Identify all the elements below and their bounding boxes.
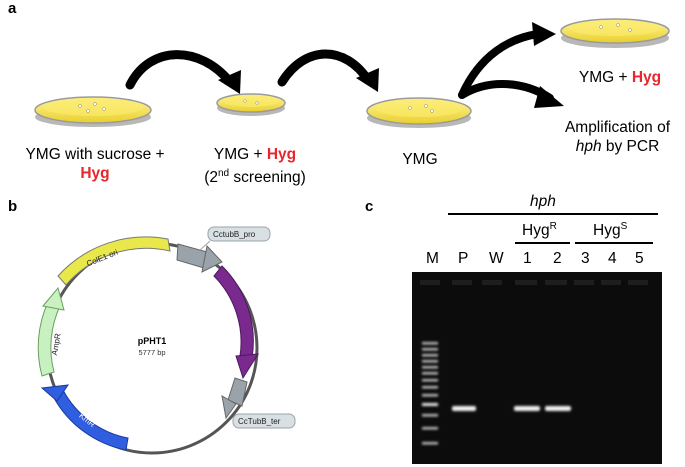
feature-hph: hph bbox=[213, 265, 259, 380]
panel-a-letter: a bbox=[8, 0, 17, 17]
branch2-gene: hph bbox=[575, 138, 602, 155]
lane-label-m: M bbox=[426, 250, 439, 267]
step2-prefix: YMG + bbox=[213, 146, 267, 163]
feature-ampr: AmpR bbox=[37, 286, 65, 377]
panel-c-letter: c bbox=[365, 198, 374, 215]
branch1-prefix: YMG + bbox=[578, 69, 632, 86]
petri-dish-3 bbox=[366, 97, 472, 128]
step1-line1: YMG with sucrose + bbox=[25, 146, 165, 163]
lane-label-3: 3 bbox=[581, 250, 590, 267]
hygs-sup: S bbox=[620, 221, 628, 232]
arrow-4 bbox=[458, 80, 554, 102]
band-2 bbox=[545, 406, 571, 411]
marker-ladder bbox=[422, 342, 438, 445]
feature-kmr: KmR bbox=[40, 384, 129, 451]
step2-paren-rest: screening) bbox=[229, 169, 306, 187]
lane-label-4: 4 bbox=[608, 250, 617, 267]
arrow-1 bbox=[125, 50, 235, 90]
arrow-3 bbox=[458, 30, 542, 99]
step3-caption: YMG bbox=[402, 151, 438, 168]
step2-paren: (2 bbox=[204, 169, 218, 187]
hygr-base: Hyg bbox=[522, 222, 550, 240]
step1-caption: YMG with sucrose + Hyg bbox=[10, 145, 180, 183]
branch1-caption: YMG + Hyg bbox=[565, 68, 675, 87]
arrow-2 bbox=[277, 49, 373, 87]
branch2-rest: by PCR bbox=[601, 138, 660, 155]
step2-line1: YMG + Hyg bbox=[190, 145, 320, 164]
hygs-bracket bbox=[575, 242, 653, 244]
lane-label-2: 2 bbox=[553, 250, 562, 267]
step2-hyg: Hyg bbox=[266, 146, 297, 163]
hygs-base: Hyg bbox=[593, 222, 621, 240]
branch2-line2: hph by PCR bbox=[550, 137, 685, 156]
plasmid-size: 5777 bp bbox=[138, 348, 165, 357]
step1-hyg: Hyg bbox=[80, 165, 110, 182]
petri-dish-2 bbox=[216, 93, 286, 116]
step2-sup: nd bbox=[217, 168, 230, 179]
plasmid-name: pPHT1 bbox=[138, 336, 167, 346]
gene-label: hph bbox=[530, 193, 556, 210]
hygs-label: HygS bbox=[593, 221, 627, 240]
panel-a-graphics bbox=[34, 18, 670, 128]
feature-cctubb-pro bbox=[176, 243, 223, 273]
lane-label-p: P bbox=[458, 250, 469, 267]
feature-cole1-ori: ColE1 ori bbox=[57, 236, 171, 286]
gene-bracket bbox=[448, 213, 658, 215]
label-cctubb-ter: CcTubB_ter bbox=[238, 417, 281, 426]
lane-label-1: 1 bbox=[523, 250, 532, 267]
lane-label-5: 5 bbox=[635, 250, 644, 267]
band-1 bbox=[514, 406, 540, 411]
gel-image bbox=[412, 272, 662, 464]
step2-line2: (2nd screening) bbox=[190, 164, 320, 187]
label-ampr: AmpR bbox=[50, 332, 63, 356]
hygr-sup: R bbox=[549, 221, 557, 232]
hygr-bracket bbox=[515, 242, 570, 244]
plasmid-map: ColE1 ori CctubB_pro hph CcTubB_ter KmR … bbox=[37, 226, 296, 455]
label-hph: hph bbox=[225, 309, 237, 324]
label-cctubb-pro: CctubB_pro bbox=[213, 230, 256, 239]
hygr-label: HygR bbox=[522, 221, 557, 240]
step2-caption: YMG + Hyg (2nd screening) bbox=[190, 145, 320, 187]
petri-dish-1 bbox=[34, 96, 152, 127]
band-p bbox=[452, 406, 476, 411]
branch2-line1: Amplification of bbox=[564, 119, 671, 136]
branch2-caption: Amplification of hph by PCR bbox=[550, 118, 685, 156]
branch1-hyg: Hyg bbox=[631, 69, 662, 86]
panel-b-letter: b bbox=[8, 198, 18, 215]
petri-dish-4 bbox=[560, 18, 670, 48]
feature-cctubb-ter bbox=[221, 377, 248, 420]
lane-label-w: W bbox=[489, 250, 504, 267]
